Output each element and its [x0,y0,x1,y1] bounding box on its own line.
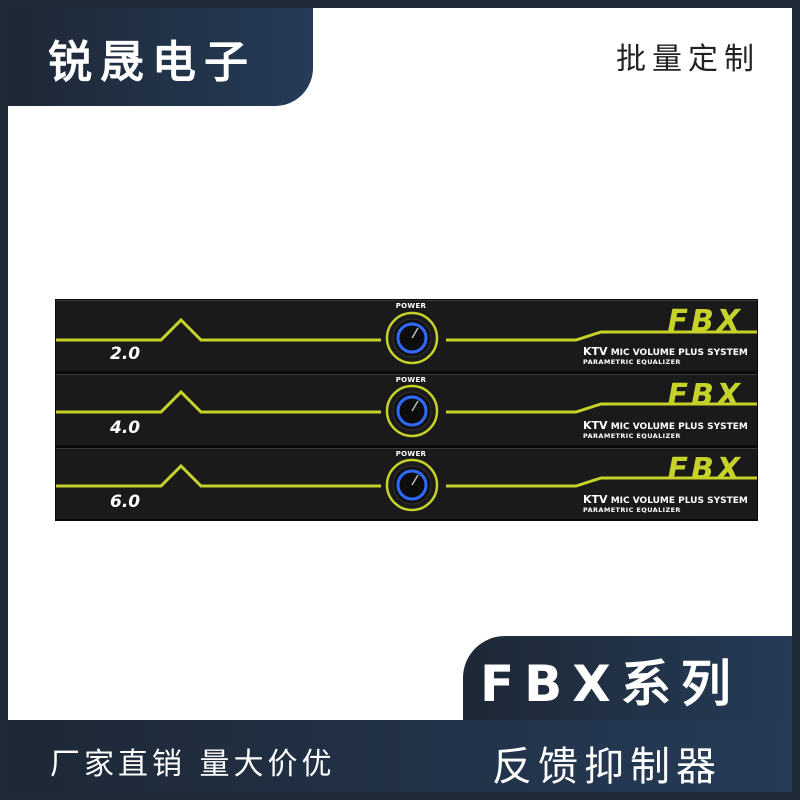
product-name: 反馈抑制器 [492,744,722,790]
peq-label: PARAMETRIC EQUALIZER [583,358,681,366]
model-number: 2.0 [110,344,141,364]
peq-label: PARAMETRIC EQUALIZER [583,506,681,514]
power-label: POWER [395,450,427,458]
series-tab [463,636,792,728]
fbx-logo: FBX [667,452,743,487]
brand-tab [8,8,313,106]
peq-label: PARAMETRIC EQUALIZER [583,432,681,440]
ktv-text: KTV [583,419,608,432]
unit-panel-graphic [56,384,757,438]
power-label: POWER [395,376,427,384]
ktv-line: MIC VOLUME PLUS SYSTEM [610,422,748,432]
product-card: 锐晟电子 批量定制 POWER FBX KTV MIC VOLUME PLUS … [8,8,792,792]
ktv-line: MIC VOLUME PLUS SYSTEM [610,496,748,506]
ktv-text: KTV [583,345,608,358]
customization-label: 批量定制 [616,42,760,77]
model-number: 4.0 [110,418,141,438]
fbx-logo: FBX [667,378,743,413]
ktv-label: KTV MIC VOLUME PLUS SYSTEM [583,493,748,506]
unit-panel-graphic [56,311,757,365]
unit-panel-graphic [56,458,757,512]
ktv-text: KTV [583,493,608,506]
ktv-line: MIC VOLUME PLUS SYSTEM [610,348,748,358]
slogan: 厂家直销 量大价优 [50,747,336,782]
series-title: FBX系列 [480,655,741,713]
model-number: 6.0 [110,492,141,512]
feedback-suppressor-unit: POWER FBX KTV MIC VOLUME PLUS SYSTEM PAR… [55,373,758,447]
product-image: POWER FBX KTV MIC VOLUME PLUS SYSTEM PAR… [55,299,758,521]
feedback-suppressor-unit: POWER FBX KTV MIC VOLUME PLUS SYSTEM PAR… [55,299,758,373]
brand-title: 锐晟电子 [48,37,256,88]
power-label: POWER [395,302,427,310]
bottom-band [8,720,792,792]
ktv-label: KTV MIC VOLUME PLUS SYSTEM [583,419,748,432]
feedback-suppressor-unit: POWER FBX KTV MIC VOLUME PLUS SYSTEM PAR… [55,447,758,521]
ktv-label: KTV MIC VOLUME PLUS SYSTEM [583,345,748,358]
fbx-logo: FBX [667,304,743,339]
